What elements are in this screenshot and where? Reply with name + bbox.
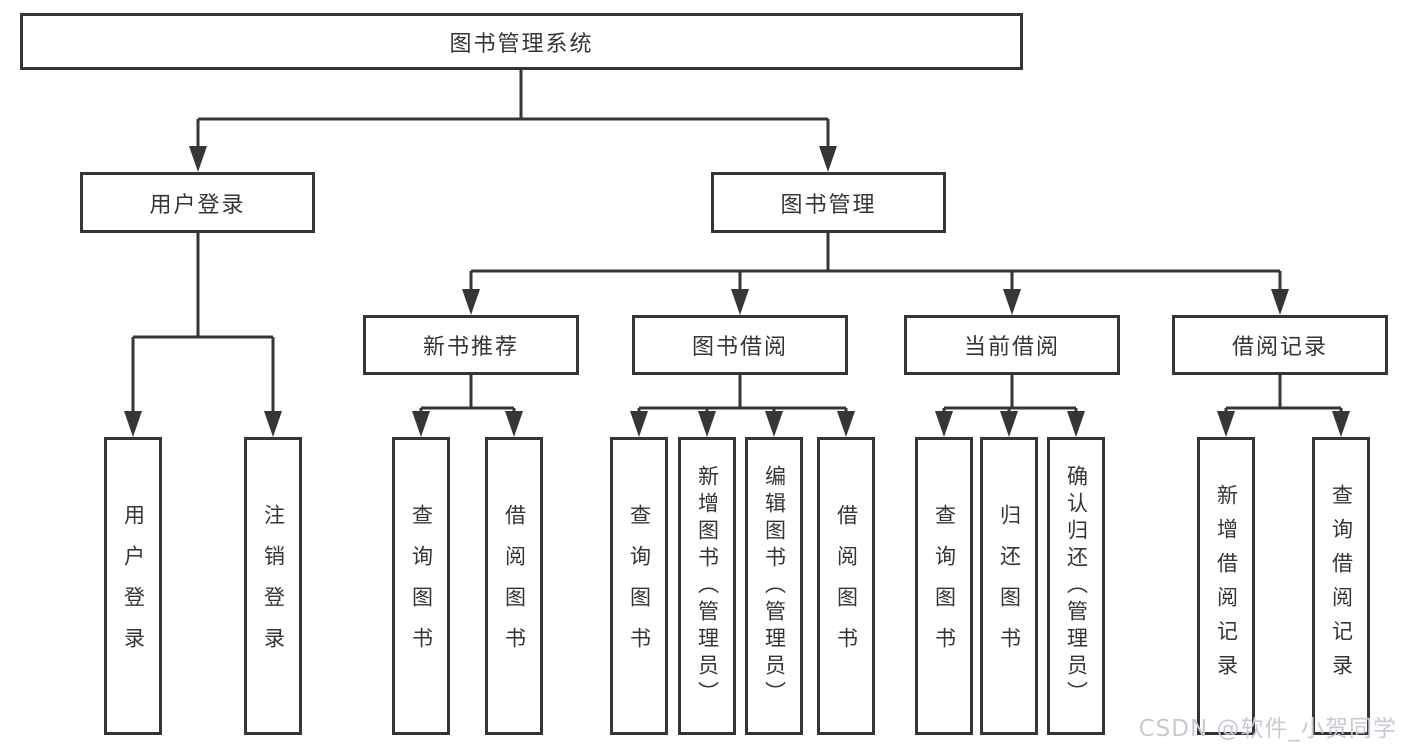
node-book-management-label: 图书管理 [780, 192, 877, 218]
arrowhead-icon [698, 411, 716, 437]
leaf-label: 新增借阅记录 [1214, 484, 1239, 688]
arrowhead-icon [1000, 411, 1018, 437]
leaf-label: 查询图书 [932, 504, 957, 668]
node-current-borrow-label: 当前借阅 [963, 335, 1060, 360]
leaf-label: 确认归还（管理员） [1064, 464, 1089, 708]
node-user-login-label: 用户登录 [149, 192, 246, 218]
arrowhead-icon [189, 146, 207, 172]
node-leaf-query-books-2: 查询图书 [610, 437, 668, 735]
node-leaf-query-books-1: 查询图书 [392, 437, 450, 735]
leaf-label: 注销登录 [261, 504, 286, 668]
connector-borrow-records-children [1224, 375, 1343, 413]
arrowhead-icon [1271, 289, 1289, 315]
node-leaf-query-books-3: 查询图书 [915, 437, 973, 735]
arrowhead-icon [630, 411, 648, 437]
arrowhead-icon [264, 411, 282, 437]
node-current-borrow: 当前借阅 [904, 315, 1120, 375]
connector-current-borrow-children [942, 375, 1078, 413]
arrowhead-icon [837, 411, 855, 437]
node-leaf-borrow-books-2: 借阅图书 [817, 437, 875, 735]
arrowhead-icon [412, 411, 430, 437]
node-borrow-records-label: 借阅记录 [1231, 335, 1328, 360]
leaf-label: 用户登录 [121, 504, 146, 668]
arrowhead-icon [462, 289, 480, 315]
node-root: 图书管理系统 [20, 13, 1023, 70]
arrowhead-icon [505, 411, 523, 437]
leaf-label: 编辑图书（管理员） [762, 464, 787, 708]
connector-user-login-children [131, 233, 275, 412]
leaf-label: 查询图书 [627, 504, 652, 668]
node-borrow-records: 借阅记录 [1172, 315, 1388, 375]
arrowhead-icon [935, 411, 953, 437]
node-book-borrow: 图书借阅 [632, 315, 848, 375]
node-leaf-add-borrow-record: 新增借阅记录 [1197, 437, 1255, 735]
arrowhead-icon [765, 411, 783, 437]
connector-root-to-level2 [196, 70, 830, 147]
arrowhead-icon [1217, 411, 1235, 437]
leaf-label: 借阅图书 [834, 504, 859, 668]
connector-new-book-children [419, 375, 516, 413]
node-root-label: 图书管理系统 [449, 31, 594, 57]
node-leaf-add-books-admin: 新增图书（管理员） [678, 437, 736, 735]
arrowhead-icon [1067, 411, 1085, 437]
node-leaf-query-borrow-record: 查询借阅记录 [1312, 437, 1370, 735]
node-leaf-borrow-books-1: 借阅图书 [485, 437, 543, 735]
leaf-label: 借阅图书 [502, 504, 527, 668]
arrowheads [124, 146, 1350, 437]
node-new-book-recommend-label: 新书推荐 [422, 335, 519, 360]
node-book-borrow-label: 图书借阅 [691, 335, 788, 360]
arrowhead-icon [1332, 411, 1350, 437]
node-user-login: 用户登录 [80, 172, 315, 233]
leaf-label: 归还图书 [997, 504, 1022, 668]
leaf-label: 查询图书 [409, 504, 434, 668]
arrowhead-icon [124, 411, 142, 437]
connector-book-mgmt-children [469, 233, 1282, 290]
node-leaf-return-books: 归还图书 [980, 437, 1038, 735]
node-leaf-confirm-return-admin: 确认归还（管理员） [1047, 437, 1105, 735]
arrowhead-icon [731, 289, 749, 315]
arrowhead-icon [819, 146, 837, 172]
node-leaf-edit-books-admin: 编辑图书（管理员） [745, 437, 803, 735]
node-book-management: 图书管理 [711, 172, 946, 233]
node-leaf-logout: 注销登录 [244, 437, 302, 735]
leaf-label: 查询借阅记录 [1329, 484, 1354, 688]
node-leaf-user-login: 用户登录 [104, 437, 162, 735]
arrowhead-icon [1003, 289, 1021, 315]
leaf-label: 新增图书（管理员） [695, 464, 720, 708]
node-new-book-recommend: 新书推荐 [363, 315, 579, 375]
connector-book-borrow-children [637, 375, 848, 413]
